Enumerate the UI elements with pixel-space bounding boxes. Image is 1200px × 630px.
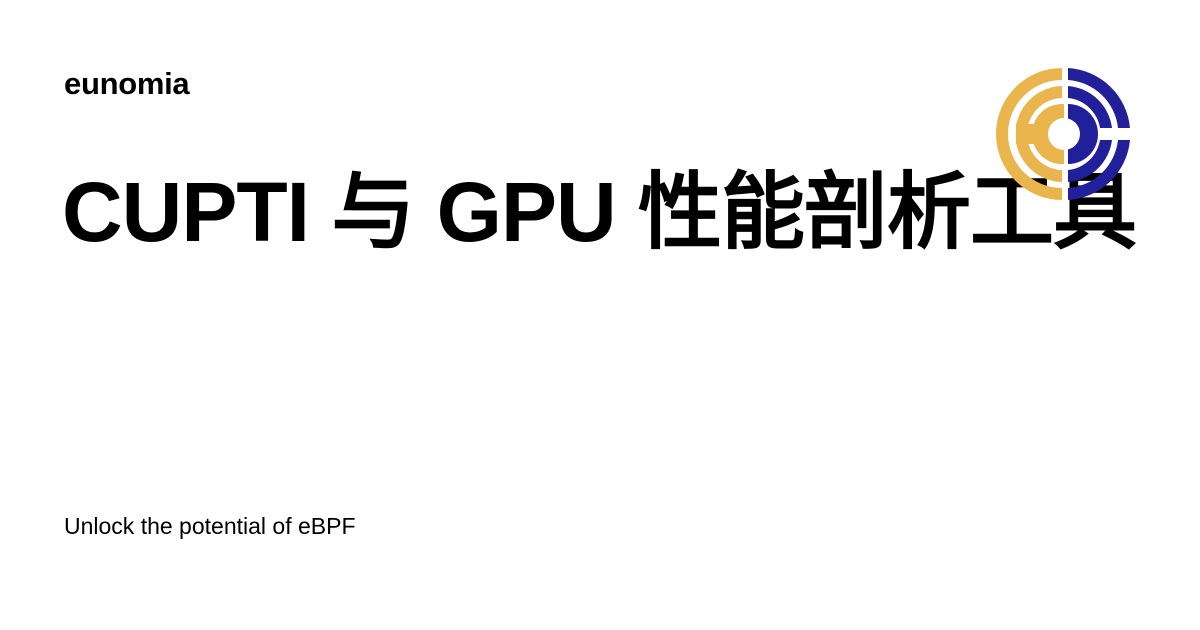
eunomia-logo-icon [996, 68, 1130, 200]
tagline: Unlock the potential of eBPF [64, 513, 356, 539]
page-title: CUPTI 与 GPU 性能剖析工具 [62, 165, 1137, 259]
site-name: eunomia [64, 66, 190, 101]
